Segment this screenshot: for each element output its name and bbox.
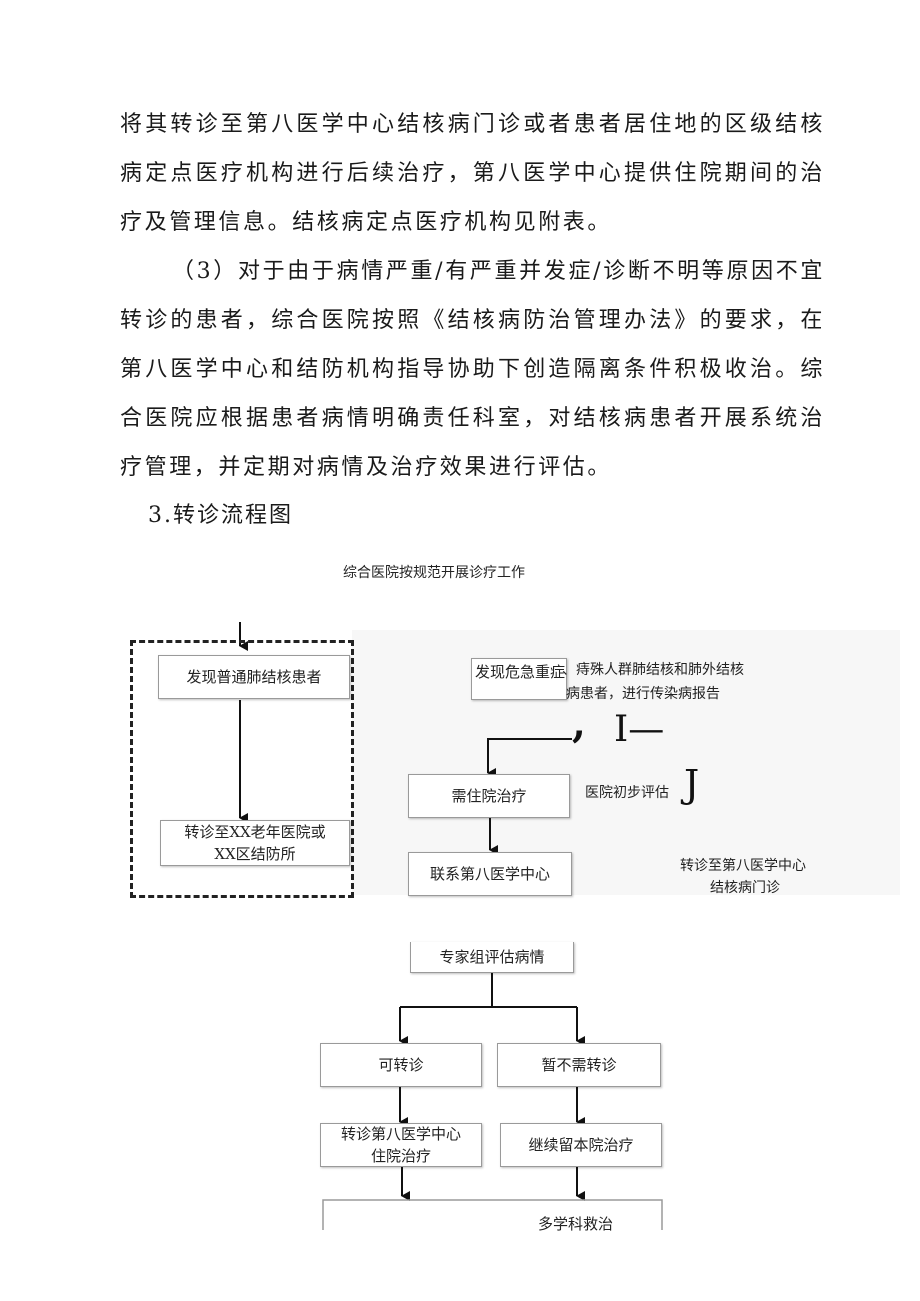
scan-artifact-j: J bbox=[684, 762, 700, 806]
box-refer-line2: XX区结防所 bbox=[214, 845, 296, 863]
box-contact-eighth-center: 联系第八医学中心 bbox=[408, 852, 572, 896]
flowchart-top-caption: 综合医院按规范开展诊疗工作 bbox=[343, 565, 525, 581]
box-inpatient-line2: 住院治疗 bbox=[370, 1147, 431, 1165]
box-refer-line1: 转诊至XX老年医院或 bbox=[184, 823, 326, 841]
box-no-transfer: 暂不需转诊 bbox=[497, 1043, 661, 1087]
initial-assessment-label: 医院初步评估 bbox=[585, 785, 669, 801]
box-inpatient-eighth-center: 转诊第八医学中心 住院治疗 bbox=[320, 1123, 482, 1167]
box-expert-assessment: 专家组评估病情 bbox=[410, 942, 574, 973]
box-inpatient-line1: 转诊第八医学中心 bbox=[340, 1125, 461, 1143]
scan-artifact-comma: , bbox=[572, 700, 586, 747]
paragraph-severe-cases: （3）对于由于病情严重/有严重并发症/诊断不明等原因不宜转诊的患者，综合医院按照… bbox=[120, 259, 825, 480]
paragraph-referral-followup: 将其转诊至第八医学中心结核病门诊或者患者居住地的区级结核病定点医疗机构进行后续治… bbox=[120, 112, 825, 235]
critical-note-line1: 、痔殊人群肺结核和肺外结核 bbox=[562, 662, 744, 678]
scan-artifact-i: I— bbox=[614, 709, 665, 750]
box-common-tb-patient: 发现普通肺结核患者 bbox=[158, 655, 350, 699]
box-critical-patient: 发现危急重症 bbox=[471, 658, 567, 700]
outpatient-note-line1: 转诊至第八医学中心 bbox=[680, 858, 806, 874]
section-heading: 3.转诊流程图 bbox=[148, 503, 293, 528]
box-stay-in-hospital: 继续留本院治疗 bbox=[500, 1123, 662, 1167]
dashed-group-frame bbox=[130, 640, 354, 898]
outpatient-note-line2: 结核病门诊 bbox=[710, 880, 780, 896]
box-refer-elderly-hospital: 转诊至XX老年医院或 XX区结防所 bbox=[160, 820, 350, 866]
box-can-transfer: 可转诊 bbox=[320, 1043, 482, 1087]
critical-note-line2: 病患者，进行传染病报告 bbox=[566, 686, 720, 702]
box-needs-hospitalization: 需住院治疗 bbox=[408, 774, 570, 818]
mdt-treatment-label: 多学科救治 bbox=[538, 1215, 614, 1233]
